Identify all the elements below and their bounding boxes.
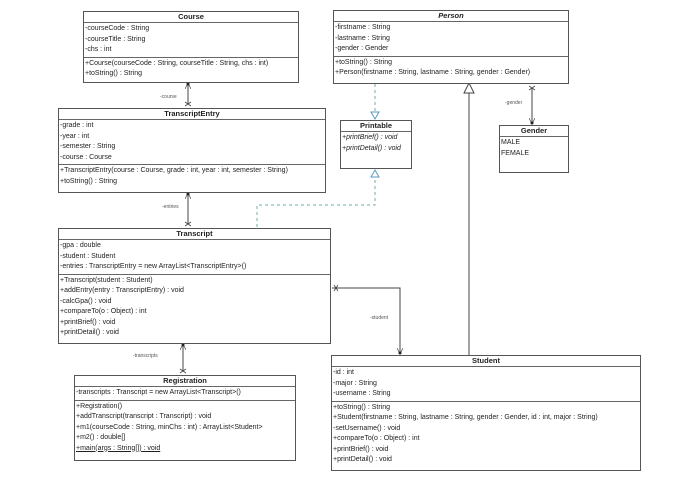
entries-role-label: -entries [162, 204, 179, 210]
method: +addTranscript(transcript : Transcript) … [76, 413, 212, 420]
attributes: -gpa : double -student : Student -entrie… [59, 240, 330, 275]
method: +printBrief() : void [60, 318, 116, 326]
methods: +printBrief() : void +printDetail() : vo… [341, 132, 411, 155]
method: +toString() : String [60, 177, 117, 185]
method: +toString() : String [85, 70, 142, 77]
method: +compareTo(o : Object) : int [60, 308, 147, 315]
method: +printDetail() : void [342, 144, 401, 152]
method: +Student(firstname : String, lastname : … [333, 414, 598, 421]
attribute: -gender : Gender [335, 45, 389, 52]
attribute: -course : Course [60, 153, 112, 161]
methods: +toString() : String +Student(firstname … [332, 402, 640, 467]
attribute: -courseTitle : String [85, 35, 146, 43]
attributes: -firstname : String -lastname : String -… [334, 22, 568, 57]
methods: +toString() : String +Person(firstname :… [334, 57, 568, 80]
attributes: -courseCode : String -courseTitle : Stri… [84, 23, 298, 58]
static-method: +main(args : String[]) : void [76, 444, 161, 452]
generalization-arrowhead [463, 81, 475, 94]
attribute: -chs : int [85, 46, 112, 53]
class-student[interactable]: Student -id : int -major : String -usern… [331, 355, 641, 471]
enum-literal: MALE [501, 139, 521, 146]
attributes: -id : int -major : String -username : St… [332, 367, 640, 402]
transcripts-role-label: -transcripts [133, 353, 158, 359]
attribute: -year : int [60, 132, 90, 140]
class-registration[interactable]: Registration -transcripts : Transcript =… [74, 375, 296, 461]
attribute: -firstname : String [335, 24, 391, 31]
attribute: -username : String [333, 390, 391, 397]
method: +printBrief() : void [333, 445, 389, 453]
class-person[interactable]: Person -firstname : String -lastname : S… [333, 10, 569, 84]
class-name: Student [332, 356, 640, 367]
method: +m1(courseCode : String, minChs : int) :… [76, 423, 263, 431]
method: +printDetail() : void [60, 329, 119, 336]
literals: MALE FEMALE [500, 137, 568, 160]
interface-name: Printable [341, 121, 411, 132]
interface-printable[interactable]: Printable +printBrief() : void +printDet… [340, 120, 412, 169]
attribute: -transcripts : Transcript = new ArrayLis… [76, 389, 241, 396]
method: +m2() : double[] [76, 434, 126, 441]
method: +toString() : String [335, 58, 392, 66]
enum-name: Gender [500, 126, 568, 137]
attribute: -major : String [333, 379, 377, 387]
method: +Course(courseCode : String, courseTitle… [85, 59, 269, 67]
class-name: TranscriptEntry [59, 109, 325, 120]
class-name: Registration [75, 376, 295, 387]
method: +addEntry(entry : TranscriptEntry) : voi… [60, 287, 184, 294]
attribute: -student : Student [60, 252, 116, 260]
method: +toString() : String [333, 403, 390, 411]
enum-gender[interactable]: Gender MALE FEMALE [499, 125, 569, 173]
attribute: -lastname : String [335, 34, 390, 42]
attribute: -semester : String [60, 143, 116, 150]
method: +Registration() [76, 402, 123, 410]
student-role-label: -student [370, 315, 389, 321]
gender-role-label: -gender [505, 100, 523, 106]
methods: +Course(courseCode : String, courseTitle… [84, 58, 298, 81]
method: +printBrief() : void [342, 134, 398, 141]
attribute: -courseCode : String [85, 25, 150, 32]
class-name: Person [334, 11, 568, 22]
method: +Transcript(student : Student) [60, 276, 153, 284]
attribute: -id : int [333, 369, 355, 376]
method: -calcGpa() : void [60, 297, 112, 305]
methods: +Transcript(student : Student) +addEntry… [59, 275, 330, 340]
class-name: Course [84, 12, 298, 23]
method: +TranscriptEntry(course : Course, grade … [60, 167, 288, 174]
class-course[interactable]: Course -courseCode : String -courseTitle… [83, 11, 299, 83]
course-role-label: -course [160, 94, 177, 100]
attribute: -entries : TranscriptEntry = new ArrayLi… [60, 263, 247, 270]
attributes: -grade : int -year : int -semester : Str… [59, 120, 325, 165]
method: -setUsername() : void [333, 424, 401, 432]
enum-literal: FEMALE [501, 149, 530, 157]
attribute: -grade : int [60, 122, 94, 129]
attributes: -transcripts : Transcript = new ArrayLis… [75, 387, 295, 401]
class-transcript-entry[interactable]: TranscriptEntry -grade : int -year : int… [58, 108, 326, 193]
attribute: -gpa : double [60, 242, 101, 249]
class-name: Transcript [59, 229, 330, 240]
method: +compareTo(o : Object) : int [333, 435, 420, 442]
method: +Person(firstname : String, lastname : S… [335, 69, 531, 76]
class-transcript[interactable]: Transcript -gpa : double -student : Stud… [58, 228, 331, 344]
methods: +Registration() +addTranscript(transcrip… [75, 401, 295, 456]
method: +printDetail() : void [333, 456, 392, 463]
student-association-line [332, 287, 400, 354]
transcript-printable-realization-line [256, 178, 376, 227]
methods: +TranscriptEntry(course : Course, grade … [59, 165, 325, 188]
